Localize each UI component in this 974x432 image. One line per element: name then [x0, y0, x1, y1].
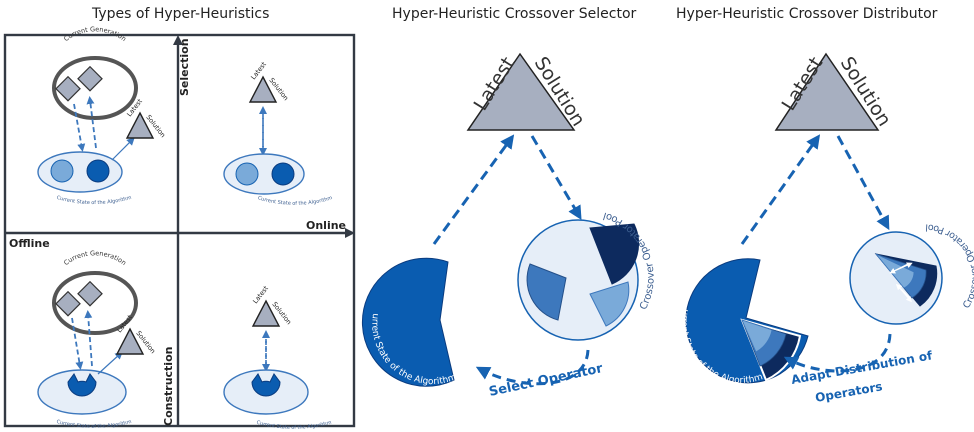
selection-axis-label: Selection [178, 38, 191, 96]
constructed-solution [67, 373, 97, 397]
types-panel: Selection Online Offline Construction Cu… [3, 25, 356, 431]
latest-label: Latest [251, 284, 270, 305]
latest-solution-triangle [774, 52, 880, 131]
distributor-title: Hyper-Heuristic Crossover Distributor [676, 6, 938, 22]
quadrant-offline-construction: Current Generation Current State of the … [37, 249, 157, 430]
algorithm-state-pie [361, 257, 455, 387]
types-title: Types of Hyper-Heuristics [92, 6, 270, 22]
selector-title: Hyper-Heuristic Crossover Selector [392, 6, 637, 22]
solution-diamond [55, 75, 81, 102]
select-operator-arrow [475, 349, 590, 386]
generation-ring [52, 271, 138, 335]
adapt-label-line2: Operators [814, 379, 883, 405]
construction-axis-label: Construction [162, 347, 175, 426]
latest-label: Latest [249, 60, 268, 81]
generation-ring [52, 56, 138, 120]
operator-wedge [589, 281, 630, 327]
solution-diamond [77, 280, 103, 307]
select-operator-label: Select Operator [488, 361, 605, 400]
state-label: Current State of the Algorithm [56, 195, 133, 206]
quadrant-online-construction: Latest Solution Current State of the Alg… [223, 284, 333, 431]
offline-axis-label: Offline [9, 237, 50, 250]
latest-solution-triangle [466, 52, 576, 131]
online-axis-label: Online [306, 219, 346, 232]
state-label: Current State of the Algorithm [56, 419, 133, 430]
update-arrow [432, 134, 515, 245]
quadrant-offline-selection: Current Generation Current State of the … [37, 25, 167, 206]
state-label: Current State of the Algorithm [256, 420, 333, 431]
feedback-arrow [530, 135, 582, 221]
state-label: Current State of the Algorithm [257, 195, 333, 207]
current-generation-label: Current Generation [62, 249, 127, 267]
solution-diamond [77, 65, 103, 92]
update-arrow [740, 134, 821, 245]
operator-wedge [589, 223, 640, 285]
solution-diamond [55, 290, 81, 317]
operator-wedge [526, 263, 567, 321]
constructed-solution [251, 373, 281, 397]
feedback-arrow [836, 135, 890, 231]
quadrant-online-selection: Latest Solution Current State of the Alg… [223, 60, 333, 207]
adapt-distribution-arrow [783, 333, 892, 373]
